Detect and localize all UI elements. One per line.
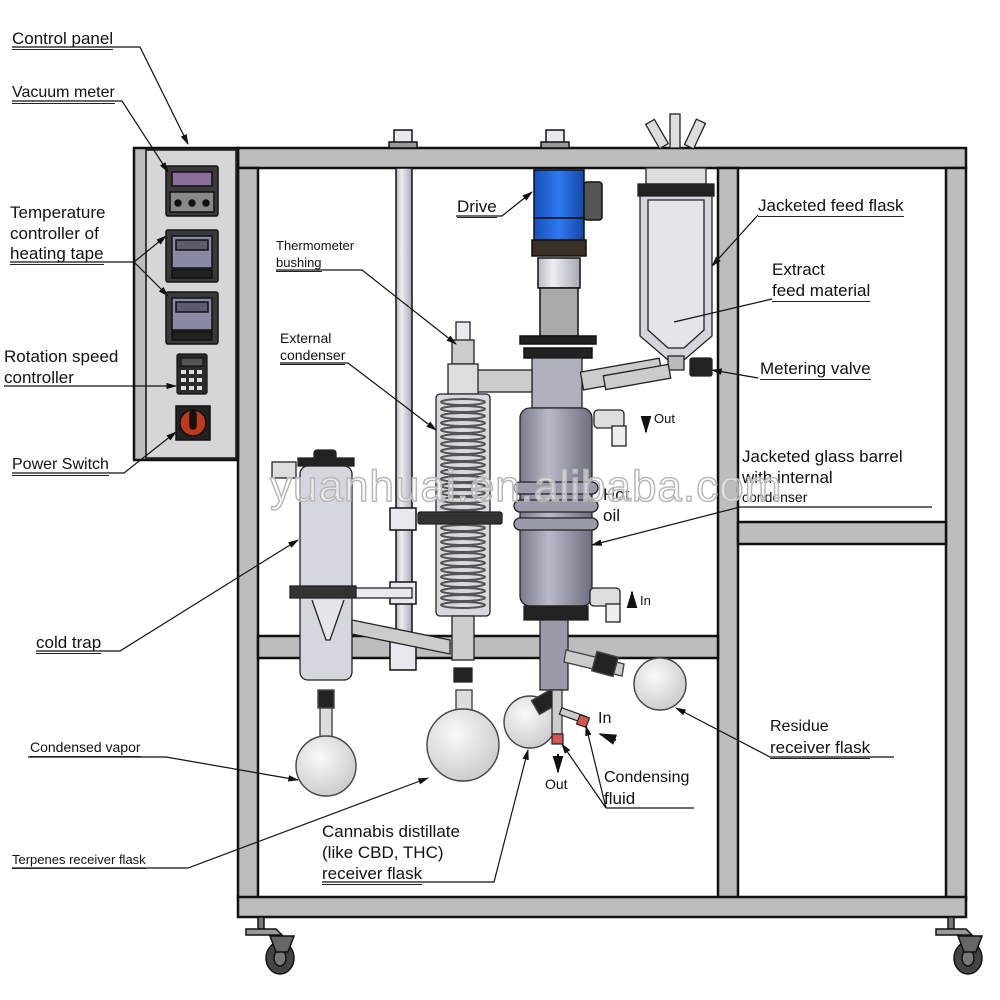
label-control-panel: Control panel	[12, 29, 114, 50]
frame-top-beam	[236, 146, 968, 170]
label-in-mid: In	[640, 593, 651, 608]
label-power-switch: Power Switch	[12, 456, 109, 476]
leader-lines	[4, 46, 932, 883]
jacketed-feed-flask	[602, 113, 715, 391]
label-temperature-controller-1: Temperature	[10, 203, 106, 222]
temperature-controller-2[interactable]	[165, 291, 219, 345]
label-thermometer-1: Thermometer	[276, 238, 355, 253]
support-rod	[388, 129, 418, 671]
label-drive: Drive	[457, 197, 497, 218]
label-condensing-fluid-2: fluid	[604, 789, 636, 808]
vacuum-meter[interactable]	[165, 165, 219, 217]
label-extract-1: Extract	[772, 260, 825, 279]
label-metering-valve: Metering valve	[760, 359, 871, 380]
label-cold-trap: cold trap	[36, 633, 102, 654]
drive-motor	[519, 129, 603, 359]
label-residue-1: Residue	[770, 718, 829, 735]
label-barrel-3: condenser	[742, 489, 808, 505]
label-rotation-speed-1: Rotation speed	[4, 347, 119, 366]
label-out-bottom: Out	[545, 776, 568, 792]
frame-right-post	[944, 166, 968, 902]
frame-mid-beam-right	[736, 520, 948, 546]
cold-trap	[271, 449, 451, 681]
frame-middle-post	[716, 166, 740, 902]
label-external-condenser-1: External	[280, 330, 332, 346]
label-cannabis-1: Cannabis distillate	[322, 822, 460, 841]
jacketed-glass-barrel	[469, 357, 664, 691]
watermark: yuanhuai.en.alibaba.com	[269, 461, 783, 512]
label-hot-oil-2: oil	[603, 506, 621, 525]
label-condensing-fluid-1: Condensing	[604, 769, 690, 786]
label-in-bottom: In	[598, 710, 612, 727]
condensing-fluid-nozzles	[551, 689, 591, 745]
label-hot-oil-1: Hot	[603, 485, 630, 504]
label-temperature-controller-2: controller of	[10, 224, 99, 243]
label-thermometer-2: bushing	[276, 255, 322, 272]
terpenes-receiver-flask	[295, 689, 357, 797]
frame-bottom-beam	[236, 895, 968, 919]
distillate-side-flask	[503, 688, 560, 749]
label-out-top: Out	[654, 411, 675, 426]
label-barrel-1: Jacketed glass barrel	[742, 447, 903, 466]
condenser-coil-turn	[440, 601, 486, 609]
rotation-speed-controller[interactable]	[176, 353, 208, 395]
label-temperature-controller-3: heating tape	[10, 244, 104, 265]
residue-receiver-flask	[563, 649, 687, 711]
label-cannabis-3: receiver flask	[322, 864, 423, 885]
label-terpenes-receiver-flask: Terpenes receiver flask	[12, 852, 146, 869]
caster-left	[245, 916, 296, 975]
label-jacketed-feed-flask: Jacketed feed flask	[758, 196, 904, 217]
temperature-controller-1[interactable]	[165, 229, 219, 283]
label-extract-2: feed material	[772, 281, 871, 302]
power-switch[interactable]	[175, 405, 211, 441]
label-rotation-speed-2: controller	[4, 368, 74, 387]
external-condenser	[417, 321, 503, 683]
label-residue-2: receiver flask	[770, 738, 871, 759]
label-vacuum-meter: Vacuum meter	[12, 84, 115, 104]
label-condensed-vapor: Condensed vapor	[30, 739, 141, 757]
label-cannabis-2: (like CBD, THC)	[322, 843, 444, 862]
label-barrel-2: with internal	[742, 468, 833, 487]
cannabis-distillate-receiver-flask	[426, 689, 500, 782]
label-external-condenser-2: condenser	[280, 347, 346, 365]
caster-right	[935, 916, 984, 975]
frame-left-post	[236, 166, 260, 902]
